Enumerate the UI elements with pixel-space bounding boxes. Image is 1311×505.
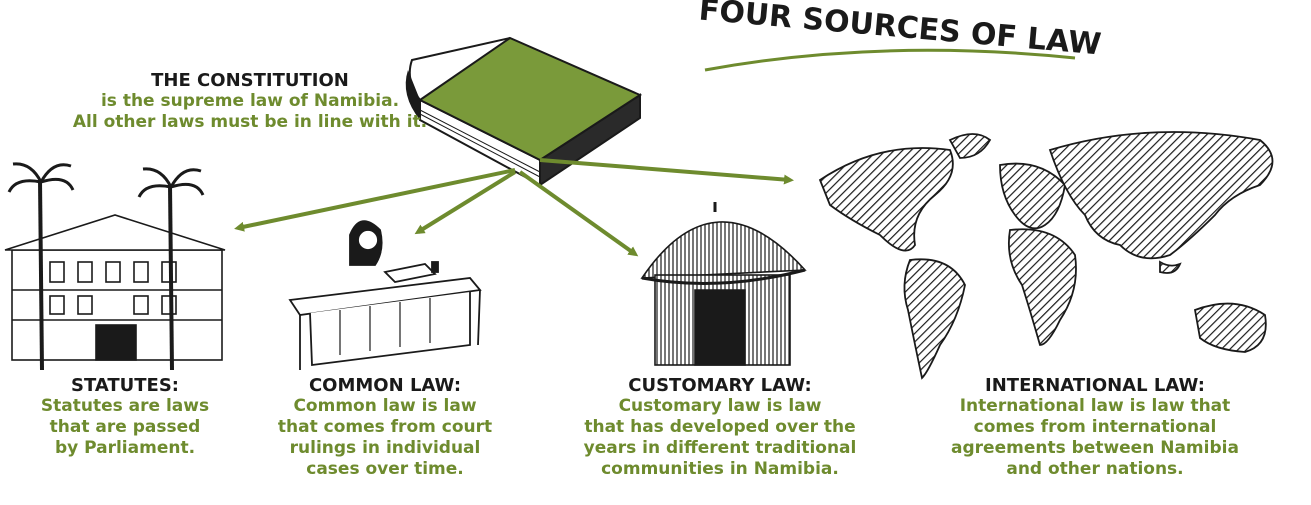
common-law-block: COMMON LAW: Common law is law that comes… [255, 375, 515, 480]
arrow-to-common-law [414, 170, 517, 235]
title-underline [704, 48, 1076, 72]
customary-law-line-3: years in different traditional [583, 438, 857, 458]
arrow-to-customary-law [518, 170, 639, 257]
arrows [234, 158, 794, 257]
arrow-to-statutes [234, 168, 516, 232]
customary-law-title: CUSTOMARY LAW: [628, 375, 812, 396]
statutes-line-3: by Parliament. [54, 438, 196, 458]
international-law-line-2: comes from international [973, 417, 1217, 437]
common-law-line-3: rulings in individual [289, 438, 481, 458]
international-law-title: INTERNATIONAL LAW: [985, 375, 1205, 396]
common-law-title: COMMON LAW: [308, 375, 462, 396]
customary-law-line-4: communities in Namibia. [601, 459, 839, 479]
constitution-line-1: is the supreme law of Namibia. [100, 91, 400, 111]
constitution-title: THE CONSTITUTION [151, 70, 349, 91]
common-law-line-4: cases over time. [306, 459, 464, 479]
judge-desk-icon [288, 220, 482, 370]
common-law-line-2: that comes from court [277, 417, 493, 437]
international-law-line-3: agreements between Namibia [951, 438, 1239, 458]
statutes-block: STATUTES: Statutes are laws that are pas… [15, 375, 235, 459]
customary-law-line-2: that has developed over the [584, 417, 856, 437]
statutes-line-1: Statutes are laws [40, 396, 210, 416]
world-map-icon [818, 131, 1274, 380]
international-law-line-1: International law is law that [959, 396, 1231, 416]
parliament-building-icon [4, 162, 226, 371]
common-law-line-1: Common law is law [293, 396, 477, 416]
customary-law-line-1: Customary law is law [618, 396, 822, 416]
international-law-block: INTERNATIONAL LAW: International law is … [925, 375, 1265, 480]
constitution-line-2: All other laws must be in line with it. [72, 112, 428, 132]
constitution-block: THE CONSTITUTION is the supreme law of N… [40, 70, 460, 133]
arrow-to-international-law [539, 158, 794, 185]
hut-icon [640, 202, 807, 366]
customary-law-block: CUSTOMARY LAW: Customary law is law that… [560, 375, 880, 480]
statutes-title: STATUTES: [70, 375, 179, 396]
statutes-line-2: that are passed [49, 417, 201, 437]
international-law-line-4: and other nations. [1006, 459, 1184, 479]
